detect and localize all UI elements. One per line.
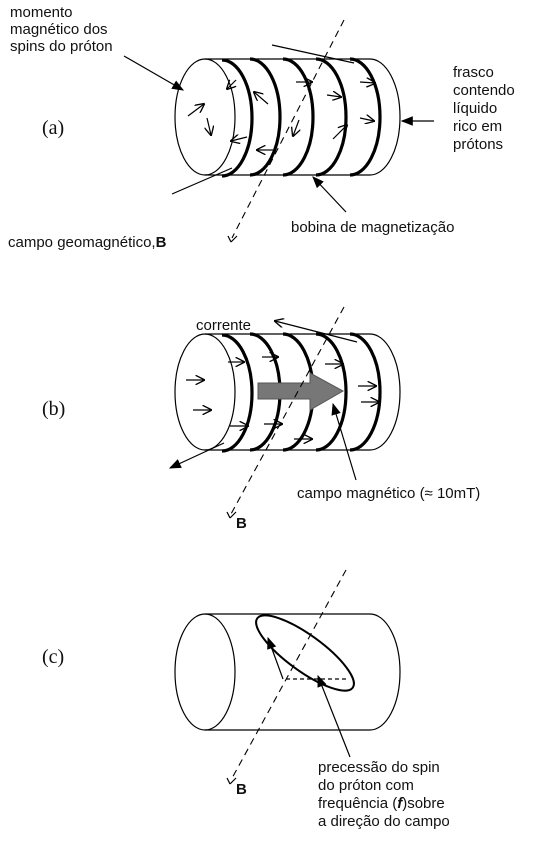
svg-text:momento: momento: [10, 4, 73, 21]
svg-text:a direção do campo: a direção do campo: [318, 813, 450, 830]
coil-pointer-a: [312, 176, 347, 213]
field-arrowhead-a: [227, 235, 238, 243]
panel-c-tag: (c): [42, 646, 64, 668]
svg-text:spins do próton: spins do próton: [10, 38, 113, 55]
svg-text:rico em: rico em: [453, 118, 502, 135]
svg-text:líquido: líquido: [453, 100, 497, 117]
geomagnetic-field-line-a: [231, 19, 345, 239]
flask-cylinder-c: [174, 613, 401, 731]
flask-cylinder-b: [174, 333, 401, 451]
svg-text:magnético dos: magnético dos: [10, 21, 108, 38]
geomagnetic-field-label: campo geomagnético,B: [8, 234, 167, 251]
geomagnetic-field-line-b: [230, 306, 345, 515]
precession-pointer-c: [317, 674, 351, 758]
precession-label-c: precessão do spin do próton com frequênc…: [318, 759, 450, 830]
field-symbol-b: B: [236, 515, 247, 532]
flask-cylinder-a: [174, 58, 401, 176]
svg-text:precessão do spin: precessão do spin: [318, 759, 440, 776]
magnetization-coil-b: [168, 332, 382, 469]
current-label-b: corrente: [196, 317, 251, 334]
field-arrowhead-b: [226, 511, 237, 519]
spin-arrows-a: [187, 80, 375, 150]
svg-text:frequência (f)sobre: frequência (f)sobre: [318, 795, 445, 812]
current-lead-b: [275, 321, 358, 343]
panel-c: (c) B precessão do spin do próton com fr…: [42, 569, 450, 830]
panel-a: (a): [8, 4, 515, 251]
field-symbol-c: B: [236, 781, 247, 798]
moment-label-a: momento magnético dos spins do próton: [10, 4, 113, 55]
svg-text:contendo: contendo: [453, 82, 515, 99]
svg-text:prótons: prótons: [453, 136, 503, 153]
geomagnetic-field-line-c: [230, 569, 347, 781]
precession-cone: [255, 614, 355, 692]
panel-b: (b) B corrente: [42, 306, 480, 532]
panel-a-tag: (a): [42, 117, 64, 139]
moment-pointer-a: [123, 55, 185, 91]
flask-label-a: frasco contendo líquido rico em prótons: [453, 64, 515, 153]
field-arrowhead-c: [226, 777, 237, 785]
svg-text:frasco: frasco: [453, 64, 494, 81]
coil-label-a: bobina de magnetização: [291, 219, 454, 236]
spin-arrows-b: [186, 357, 379, 439]
magnetization-coil-a: [171, 44, 382, 195]
panel-b-tag: (b): [42, 398, 65, 420]
svg-text:do próton com: do próton com: [318, 777, 414, 794]
magnetic-field-arrow: [257, 372, 345, 411]
magfield-label-b: campo magnético (≈ 10mT): [297, 485, 480, 502]
magfield-pointer-b: [331, 402, 357, 481]
spin-vector-c: [267, 636, 284, 680]
